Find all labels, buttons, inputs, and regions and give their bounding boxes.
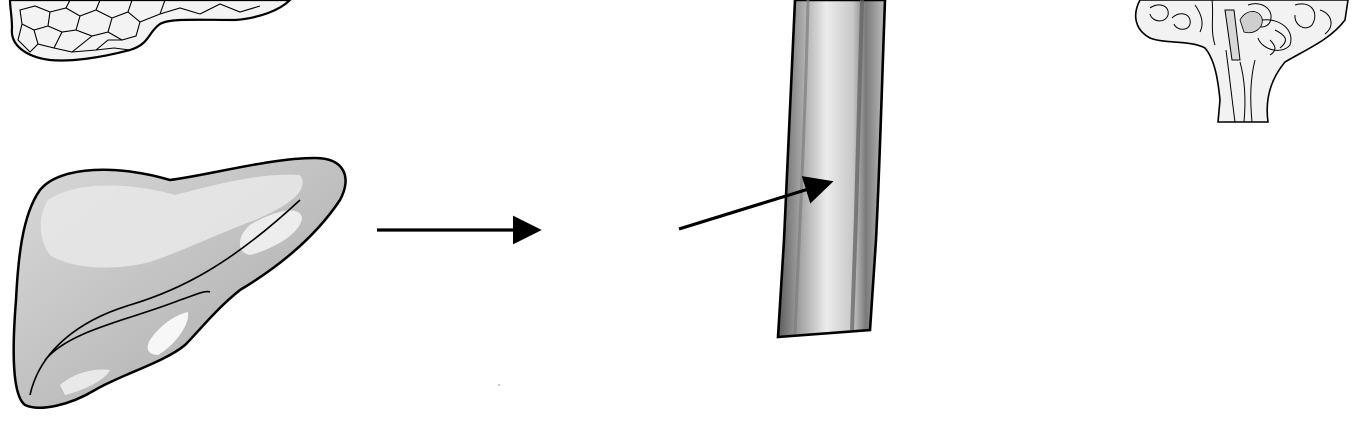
stray-mark <box>498 384 500 386</box>
arrow-to-vessel <box>678 176 834 231</box>
brain-partial <box>1134 0 1349 123</box>
pancreas-partial <box>8 0 292 62</box>
blood-vessel-tube <box>776 0 887 339</box>
liver <box>12 156 347 409</box>
